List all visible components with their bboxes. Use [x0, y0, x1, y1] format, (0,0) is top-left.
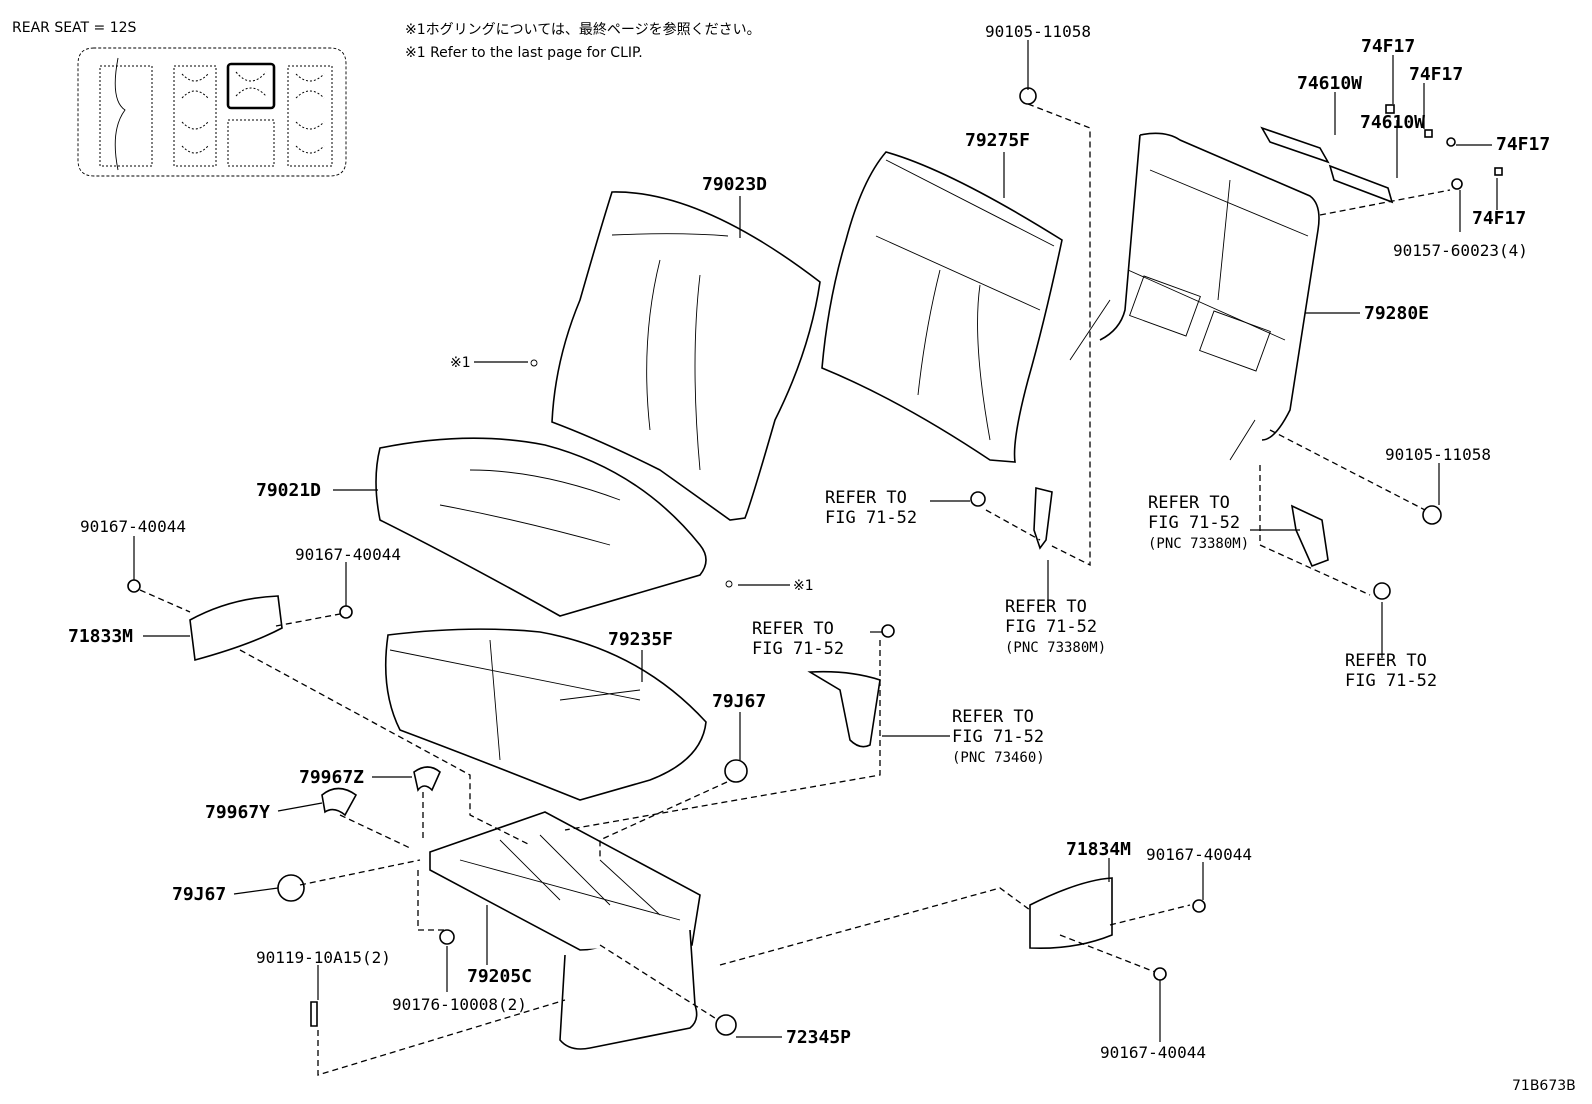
label-74f17-b: 74F17 — [1409, 64, 1463, 85]
label-79275f: 79275F — [965, 130, 1030, 151]
label-79j67-lower: 79J67 — [172, 884, 226, 905]
label-90167-c: 90167-40044 — [1146, 845, 1252, 864]
screw-90167-c[interactable] — [1192, 899, 1206, 913]
seat-belt-buckle-left[interactable] — [1033, 486, 1053, 550]
assembly-lines — [139, 103, 1451, 1076]
label-74610w-b: 74610W — [1360, 112, 1425, 133]
hook-74f17-d[interactable] — [1494, 167, 1503, 176]
refer-3-line1[interactable]: REFER TO — [1148, 493, 1230, 513]
diagram-id: 71B673B — [1512, 1078, 1576, 1094]
refer-3-pnc: (PNC 73380M) — [1148, 536, 1249, 552]
screw-90167-d[interactable] — [1153, 967, 1167, 981]
refer-4-line2[interactable]: FIG 71-52 — [1345, 671, 1437, 691]
label-90105-top: 90105-11058 — [985, 22, 1091, 41]
label-79280e: 79280E — [1364, 303, 1429, 324]
clip-mark-upper: ※1 — [450, 355, 471, 371]
bolt-refer-right[interactable] — [1373, 582, 1391, 600]
hook-74f17-b[interactable] — [1424, 129, 1433, 138]
cap-72345p[interactable] — [715, 1014, 737, 1036]
clip-79j67-upper[interactable] — [724, 759, 748, 783]
label-79j67-upper: 79J67 — [712, 691, 766, 712]
refer-6-line1[interactable]: REFER TO — [952, 707, 1034, 727]
label-90167-a: 90167-40044 — [80, 517, 186, 536]
label-79023d: 79023D — [702, 174, 767, 195]
label-72345p: 72345P — [786, 1027, 851, 1048]
clip-note-jp: ※1ホグリングについては、最終ページを参照ください。 — [405, 21, 761, 38]
label-71834m: 71834M — [1066, 839, 1131, 860]
refer-5-line1[interactable]: REFER TO — [752, 619, 834, 639]
label-79235f: 79235F — [608, 629, 673, 650]
seat-layout-inset — [77, 47, 347, 177]
refer-2-line2[interactable]: FIG 71-52 — [1005, 617, 1097, 637]
nut-90176[interactable] — [439, 929, 455, 945]
hook-74f17-c[interactable] — [1446, 137, 1456, 147]
clip-79j67-lower[interactable] — [277, 874, 305, 902]
clip-mark-lower: ※1 — [793, 578, 814, 594]
headrest-support-left[interactable] — [1260, 126, 1330, 164]
hook-74f17-a[interactable] — [1385, 104, 1395, 114]
bolt-90119[interactable] — [310, 1001, 318, 1027]
cover-79967y[interactable] — [321, 787, 358, 817]
seat-belt-buckle-right[interactable] — [1290, 504, 1329, 568]
label-90167-d: 90167-40044 — [1100, 1043, 1206, 1062]
refer-6-line2[interactable]: FIG 71-52 — [952, 727, 1044, 747]
rear-seat-label: REAR SEAT = 12S — [12, 20, 137, 36]
label-90119: 90119-10A15(2) — [256, 948, 391, 967]
seat-belt-strap-center[interactable] — [807, 670, 881, 748]
label-90167-b: 90167-40044 — [295, 545, 401, 564]
refer-3-line2[interactable]: FIG 71-52 — [1148, 513, 1240, 533]
bolt-refer-left[interactable] — [970, 491, 986, 507]
refer-1-line1[interactable]: REFER TO — [825, 488, 907, 508]
label-74f17-c: 74F17 — [1496, 134, 1550, 155]
label-71833m: 71833M — [68, 626, 133, 647]
seat-cushion-cover[interactable] — [384, 628, 707, 801]
refer-2-pnc: (PNC 73380M) — [1005, 640, 1106, 656]
label-90157: 90157-60023(4) — [1393, 241, 1528, 260]
refer-1-line2[interactable]: FIG 71-52 — [825, 508, 917, 528]
bolt-90105-top[interactable] — [1019, 87, 1037, 105]
seat-back-frame[interactable] — [1069, 132, 1320, 461]
clip-note-en: ※1 Refer to the last page for CLIP. — [405, 45, 643, 61]
seat-back-cover[interactable] — [821, 151, 1063, 463]
refer-2-line1[interactable]: REFER TO — [1005, 597, 1087, 617]
refer-6-pnc: (PNC 73460) — [952, 750, 1045, 766]
label-79967y: 79967Y — [205, 802, 270, 823]
label-79205c: 79205C — [467, 966, 532, 987]
seat-cushion-pad[interactable] — [375, 437, 707, 617]
label-90105-right: 90105-11058 — [1385, 445, 1491, 464]
screw-90167-a[interactable] — [127, 579, 141, 593]
bolt-refer-mid[interactable] — [881, 624, 895, 638]
screw-90157[interactable] — [1451, 178, 1463, 190]
cushion-side-cover-right[interactable] — [1029, 877, 1113, 950]
clip-symbol-upper — [530, 359, 538, 367]
refer-4-line1[interactable]: REFER TO — [1345, 651, 1427, 671]
label-74610w-a: 74610W — [1297, 73, 1362, 94]
refer-5-line2[interactable]: FIG 71-52 — [752, 639, 844, 659]
label-90176: 90176-10008(2) — [392, 995, 527, 1014]
cover-79967z[interactable] — [413, 766, 441, 792]
seat-cushion-frame[interactable] — [429, 811, 701, 1050]
leader-lines — [133, 40, 1498, 1042]
bolt-90105-right[interactable] — [1422, 505, 1442, 525]
headrest-support-right[interactable] — [1328, 164, 1394, 204]
cushion-side-cover-left[interactable] — [189, 595, 283, 662]
screw-90167-b[interactable] — [339, 605, 353, 619]
label-74f17-d: 74F17 — [1472, 208, 1526, 229]
label-79967z: 79967Z — [299, 767, 364, 788]
label-74f17-a: 74F17 — [1361, 36, 1415, 57]
clip-symbol-lower — [725, 580, 733, 588]
seat-back-pad[interactable] — [551, 191, 821, 521]
label-79021d: 79021D — [256, 480, 321, 501]
